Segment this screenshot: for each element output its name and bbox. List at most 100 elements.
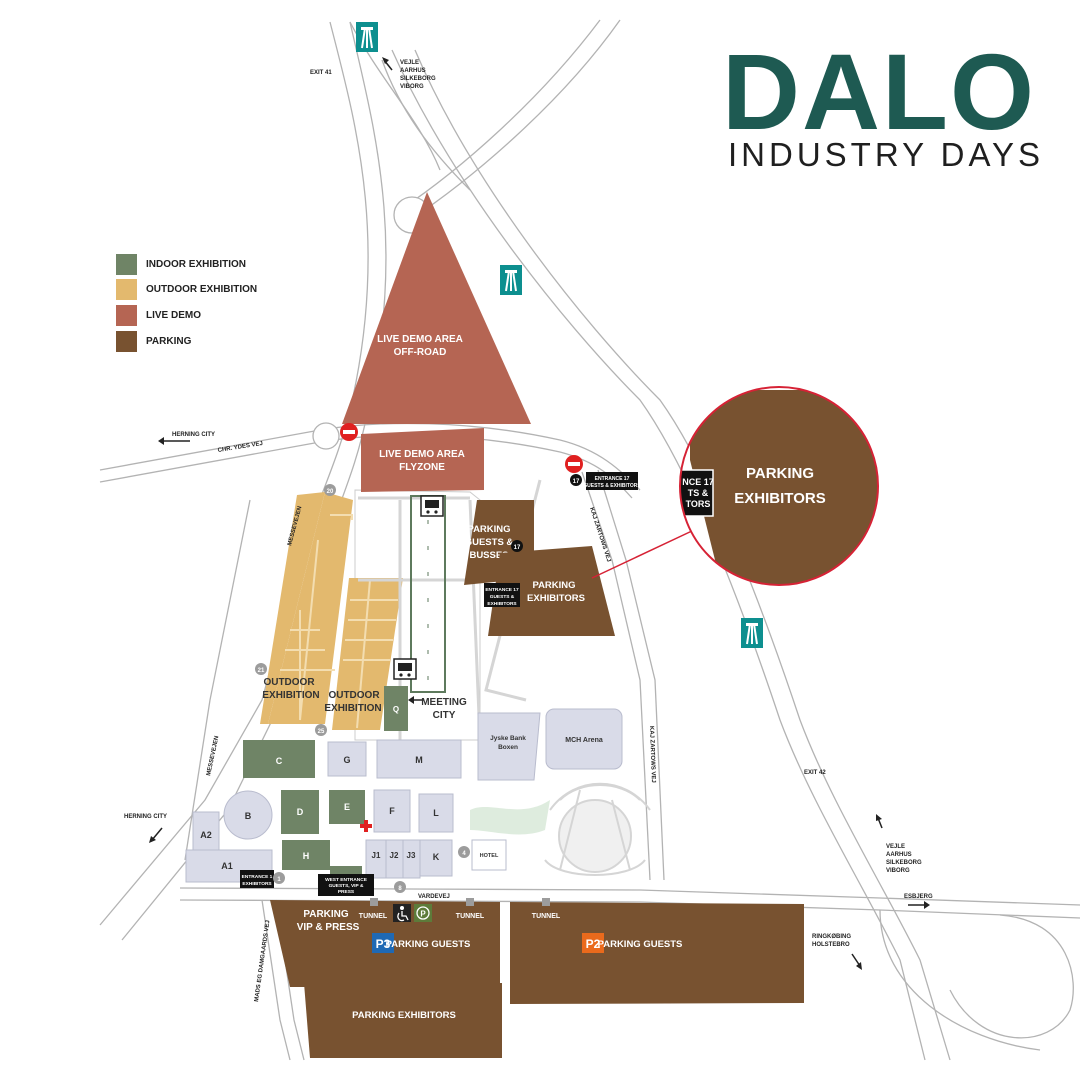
legend-label-parking: PARKING — [146, 336, 192, 347]
hall-f — [373, 789, 411, 833]
legend-swatch-live — [116, 305, 137, 326]
label-jyske-1: Jyske Bank — [490, 735, 526, 742]
label-parking-exhib-mid-1: PARKING — [532, 580, 575, 591]
label-hall-g: G — [343, 755, 350, 765]
label-exit-41: EXIT 41 — [310, 70, 332, 76]
label-live-demo-offroad-2: OFF-ROAD — [394, 347, 447, 358]
label-parking-busses-1: PARKING — [467, 524, 510, 535]
top-dest-3: SILKEBORG — [400, 76, 436, 82]
right-dest-2: AARHUS — [886, 852, 912, 858]
hall-a2 — [192, 811, 220, 851]
label-hall-c: C — [276, 756, 283, 766]
label-kaj-zartows-2: KAJ ZARTOWS VEJ — [648, 726, 656, 783]
label-parking-busses-2: GUESTS & — [465, 537, 514, 548]
entrance17-mid-1: ENTRANCE 17 — [485, 587, 519, 593]
p3-badge-text: P3 — [376, 937, 391, 951]
label-outdoor-right-2: EXHIBITION — [324, 703, 381, 714]
legend-label-live: LIVE DEMO — [146, 310, 202, 321]
accessibility-icon — [393, 904, 411, 922]
legend-swatch-outdoor — [116, 279, 137, 300]
outdoor-exhibition-left-b — [260, 492, 325, 724]
tunnel-marker-1 — [370, 898, 378, 906]
label-parking-busses-3: BUSSES — [469, 550, 508, 561]
zoom-label-1: PARKING — [746, 465, 814, 482]
svg-text:HERNING CITY: HERNING CITY — [124, 814, 167, 820]
label-hotel: HOTEL — [480, 853, 499, 859]
hall-k — [419, 839, 453, 877]
label-tunnel-1: TUNNEL — [359, 913, 388, 920]
right-dest-3: SILKEBORG — [886, 860, 922, 866]
marker-8: 8 — [398, 886, 402, 892]
label-flyzone-2: FLYZONE — [399, 462, 445, 473]
marker-17-mid: 17 — [514, 545, 521, 551]
bus-icon-bottom — [393, 658, 417, 680]
roundabout-west — [312, 422, 340, 450]
p2-badge — [582, 933, 604, 953]
label-meeting-city-2: CITY — [433, 710, 456, 721]
top-destinations: VEJLE AARHUS SILKEBORG VIBORG — [382, 57, 436, 90]
entrance-17-sign-mid: ENTRANCE 17 GUESTS & EXHIBITORS — [484, 583, 520, 607]
zoom-inset: NCE 17 TS & TORS PARKING EXHIBITORS — [679, 386, 879, 586]
zoom-sign-line-1: NCE 17 — [682, 477, 714, 487]
label-outdoor-left-1: OUTDOOR — [263, 677, 315, 688]
label-mads-eg-damgaards-vej: MADS EG DAMGAARDS VEJ — [254, 920, 271, 1002]
hall-c — [243, 740, 315, 778]
svg-text:RINGKØBING: RINGKØBING — [812, 934, 851, 940]
zoom-sign-line-3: TORS — [686, 499, 711, 509]
top-dest-1: VEJLE — [400, 60, 419, 66]
label-parking-vip-1: PARKING — [303, 909, 349, 920]
hall-e — [329, 790, 365, 824]
label-hall-a1: A1 — [221, 861, 233, 871]
legend-swatch-indoor — [116, 254, 137, 275]
label-hall-f: F — [389, 806, 395, 816]
label-vardevej: VARDEVEJ — [418, 894, 450, 900]
p3-badge — [372, 933, 394, 953]
hotel — [471, 839, 507, 871]
entrance-1-sign: ENTRANCE 1 EXHIBITORS — [240, 870, 274, 888]
hall-mch-arena — [545, 708, 623, 770]
label-messevejen-2: MESSEVEJEN — [206, 735, 220, 776]
herning-city-top: HERNING CITY — [158, 432, 215, 445]
zoom-label-2: EXHIBITORS — [734, 490, 825, 507]
hall-m — [376, 739, 462, 779]
label-parking-exhib-bottom: PARKING EXHIBITORS — [352, 1010, 456, 1021]
hall-g — [327, 741, 367, 777]
svg-text:P: P — [420, 910, 426, 919]
label-meeting-city-1: MEETING — [421, 697, 467, 708]
marker-20: 20 — [327, 489, 334, 495]
right-dest-4: VIBORG — [886, 868, 910, 874]
right-dest-1: VEJLE — [886, 844, 905, 850]
p2-label: PARKING GUESTS — [598, 939, 683, 950]
label-hall-l: L — [433, 808, 439, 818]
svg-text:ESBJERG: ESBJERG — [904, 894, 933, 900]
label-exit-42: EXIT 42 — [804, 770, 826, 776]
bus-icon-top — [420, 495, 444, 517]
marker-1: 1 — [277, 877, 281, 883]
west-entrance-3: PRESS — [338, 889, 355, 895]
label-hall-h: H — [303, 851, 310, 861]
entrance17-top-2: GUESTS & EXHIBITORS — [583, 483, 641, 489]
tunnel-marker-2 — [466, 898, 474, 906]
zoom-connector — [591, 529, 695, 579]
west-entrance-1: WEST ENTRANCE — [325, 877, 368, 883]
legend-label-indoor: INDOOR EXHIBITION — [146, 259, 247, 270]
label-live-demo-offroad-1: LIVE DEMO AREA — [377, 334, 463, 345]
stadium — [544, 782, 651, 876]
entrance17-mid-3: EXHIBITORS — [487, 601, 517, 607]
west-entrance-sign: WEST ENTRANCE GUESTS, VIP & PRESS — [318, 874, 374, 896]
p3-label: PARKING GUESTS — [386, 939, 471, 950]
label-hall-b: B — [245, 811, 252, 821]
dalo-logo-subtitle: INDUSTRY DAYS — [728, 136, 1045, 173]
esbjerg-direction: ESBJERG — [904, 894, 933, 909]
label-hall-j1: J1 — [372, 851, 381, 860]
tunnel-marker-3 — [542, 898, 550, 906]
hall-d — [281, 790, 319, 834]
herning-city-left: HERNING CITY — [124, 814, 167, 843]
label-hall-j3: J3 — [407, 851, 416, 860]
label-chr-ydes-vej: CHR. YDES VEJ — [217, 441, 263, 454]
entrance-markers: 17 17 20 21 25 1 8 4 — [255, 474, 582, 893]
entrance1-1: ENTRANCE 1 — [242, 874, 273, 880]
motorway-sign-top — [356, 22, 378, 52]
hall-b — [223, 790, 273, 840]
